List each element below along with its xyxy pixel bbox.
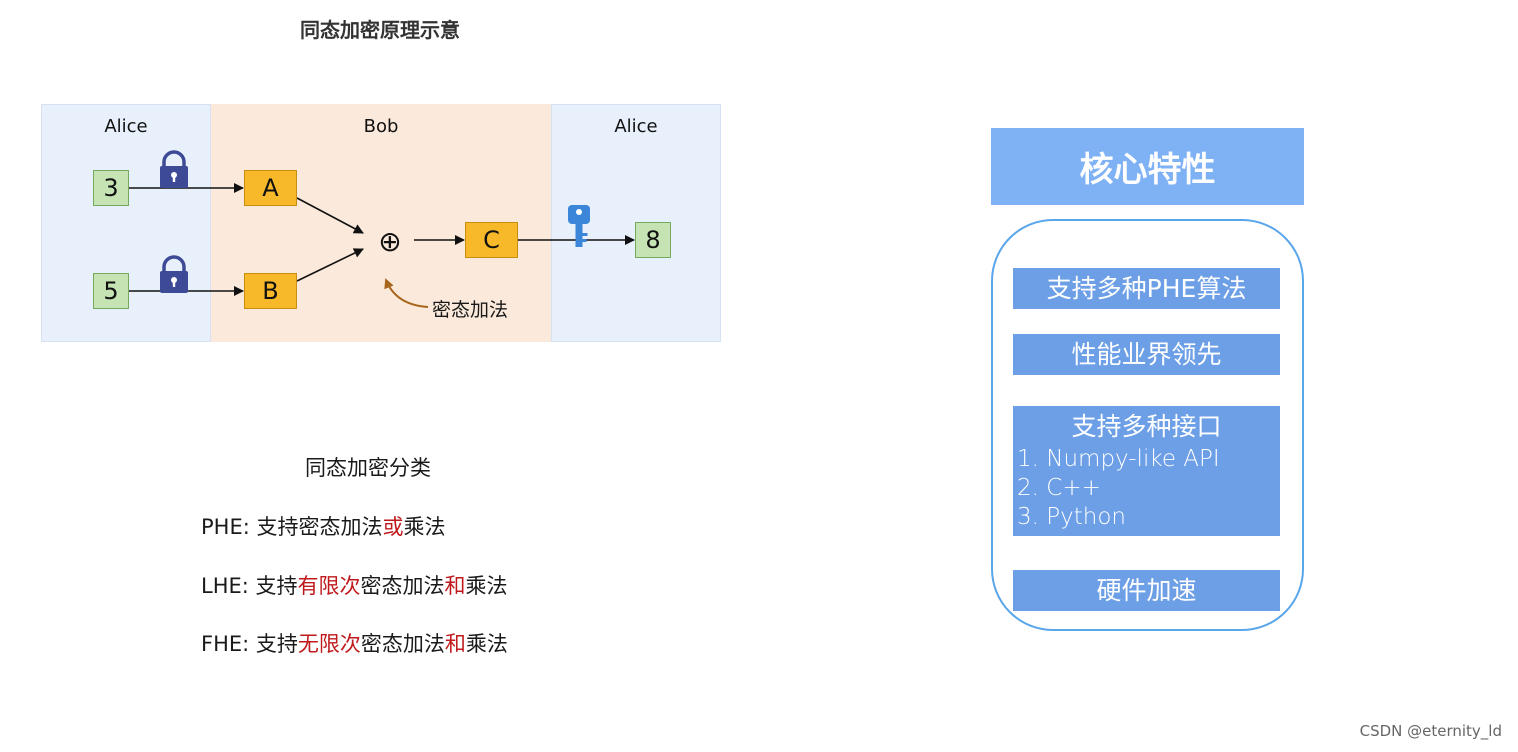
classification-title: 同态加密分类 (305, 456, 431, 480)
arrow-b-to-op (296, 248, 364, 282)
plaintext-5-box: 5 (93, 273, 129, 309)
result-8-box: 8 (635, 222, 671, 258)
arrow-a-to-op (296, 197, 364, 234)
feature-hardware-acceleration: 硬件加速 (1013, 570, 1280, 611)
note-curve-arrow (384, 278, 429, 308)
homomorphic-add-operator: ⊕ (378, 224, 402, 258)
lhe-prefix: LHE: 支持 (201, 574, 298, 598)
zone-label-alice-right: Alice (614, 116, 658, 137)
phe-prefix: PHE: 支持密态加法 (201, 515, 383, 539)
phe-emphasis: 或 (382, 515, 404, 539)
fhe-emphasis-and: 和 (444, 632, 466, 656)
fhe-prefix: FHE: 支持 (201, 632, 298, 656)
operation-note: 密态加法 (432, 299, 509, 321)
lhe-line: LHE: 支持有限次密态加法和乘法 (201, 570, 508, 600)
fhe-emphasis-unlimited: 无限次 (297, 632, 361, 656)
feature-performance: 性能业界领先 (1013, 334, 1280, 375)
diagram-title: 同态加密原理示意 (300, 18, 460, 42)
features-header: 核心特性 (991, 128, 1304, 205)
lhe-suffix: 乘法 (465, 574, 508, 598)
fhe-suffix: 乘法 (465, 632, 508, 656)
ciphertext-a-box: A (244, 170, 297, 206)
interface-item: 1. Numpy-like API (1017, 446, 1220, 472)
watermark: CSDN @eternity_ld (1359, 722, 1502, 740)
key-icon (568, 205, 590, 247)
plaintext-3-box: 3 (93, 170, 129, 206)
phe-line: PHE: 支持密态加法或乘法 (201, 511, 445, 541)
zone-label-bob: Bob (363, 116, 399, 137)
lock-icon (160, 150, 188, 188)
ciphertext-c-box: C (465, 222, 518, 258)
feature-interfaces-title: 支持多种接口 (1071, 412, 1222, 441)
lhe-middle: 密态加法 (360, 574, 445, 598)
ciphertext-b-box: B (244, 273, 297, 309)
fhe-middle: 密态加法 (360, 632, 445, 656)
zone-label-alice-left: Alice (104, 116, 148, 137)
feature-interfaces: 支持多种接口 1. Numpy-like API 2. C++ 3. Pytho… (1013, 406, 1280, 536)
lock-icon (160, 255, 188, 293)
phe-suffix: 乘法 (403, 515, 446, 539)
fhe-line: FHE: 支持无限次密态加法和乘法 (201, 628, 508, 658)
lhe-emphasis-limited: 有限次 (297, 574, 361, 598)
feature-phe-algorithms: 支持多种PHE算法 (1013, 268, 1280, 309)
interface-item: 3. Python (1017, 504, 1126, 530)
interface-item: 2. C++ (1017, 475, 1101, 501)
lhe-emphasis-and: 和 (444, 574, 466, 598)
